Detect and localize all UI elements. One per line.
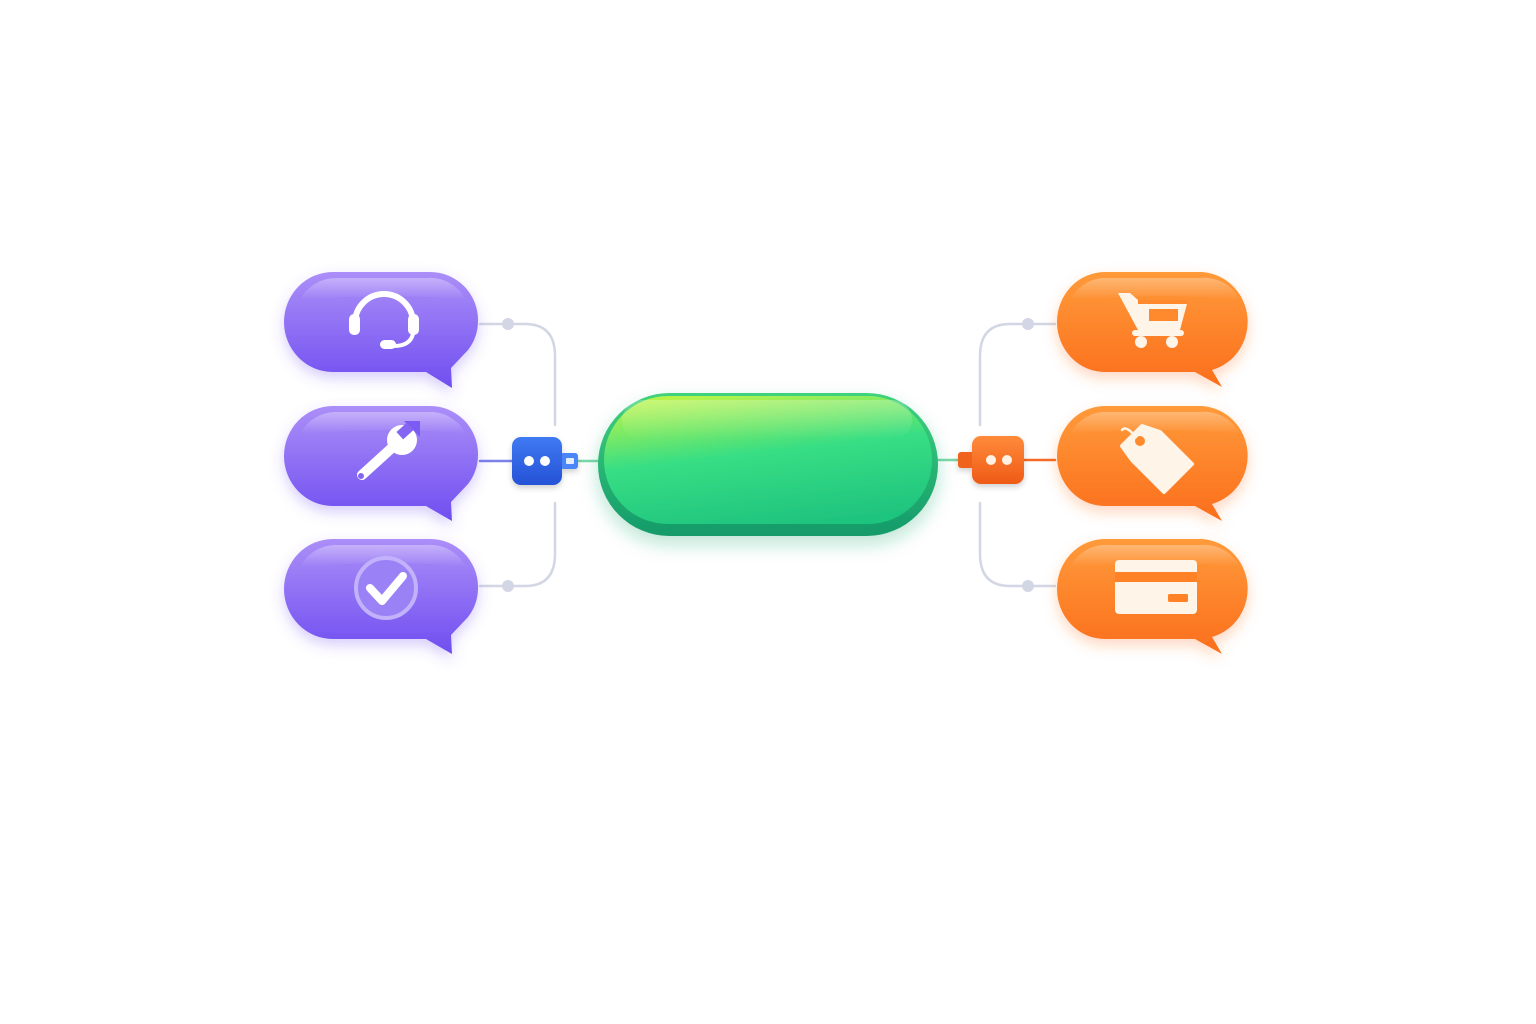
connector-right-bottom (978, 501, 1057, 588)
right-connectors (936, 318, 1057, 592)
right-bubble-card[interactable] (1057, 539, 1248, 654)
price-tag-icon (1120, 424, 1194, 494)
left-bubble-headset[interactable] (284, 272, 479, 388)
connector-node-right-bottom (1022, 580, 1034, 592)
connector-right-top (978, 322, 1057, 427)
chat-dots-icon (986, 455, 1012, 465)
headset-icon (349, 291, 419, 349)
connector-node-left-top (502, 318, 514, 330)
credit-card-icon (1115, 560, 1197, 614)
left-bubble-check[interactable] (284, 539, 479, 654)
wrench-icon (357, 421, 420, 480)
right-bubble-cart[interactable] (1057, 272, 1248, 387)
shopping-cart-icon (1118, 293, 1188, 348)
right-chat-hub[interactable] (958, 436, 1024, 484)
left-connectors (478, 318, 602, 592)
connector-node-left-bottom (502, 580, 514, 592)
right-bubble-tag[interactable] (1057, 406, 1248, 521)
connector-left-bottom (478, 501, 557, 588)
check-circle-icon (354, 556, 418, 620)
left-chat-hub[interactable] (512, 437, 578, 485)
center-node[interactable] (598, 393, 938, 536)
connector-node-right-top (1022, 318, 1034, 330)
chat-dots-icon (524, 456, 550, 466)
left-bubble-wrench[interactable] (284, 406, 479, 521)
connector-left-top (478, 322, 557, 427)
